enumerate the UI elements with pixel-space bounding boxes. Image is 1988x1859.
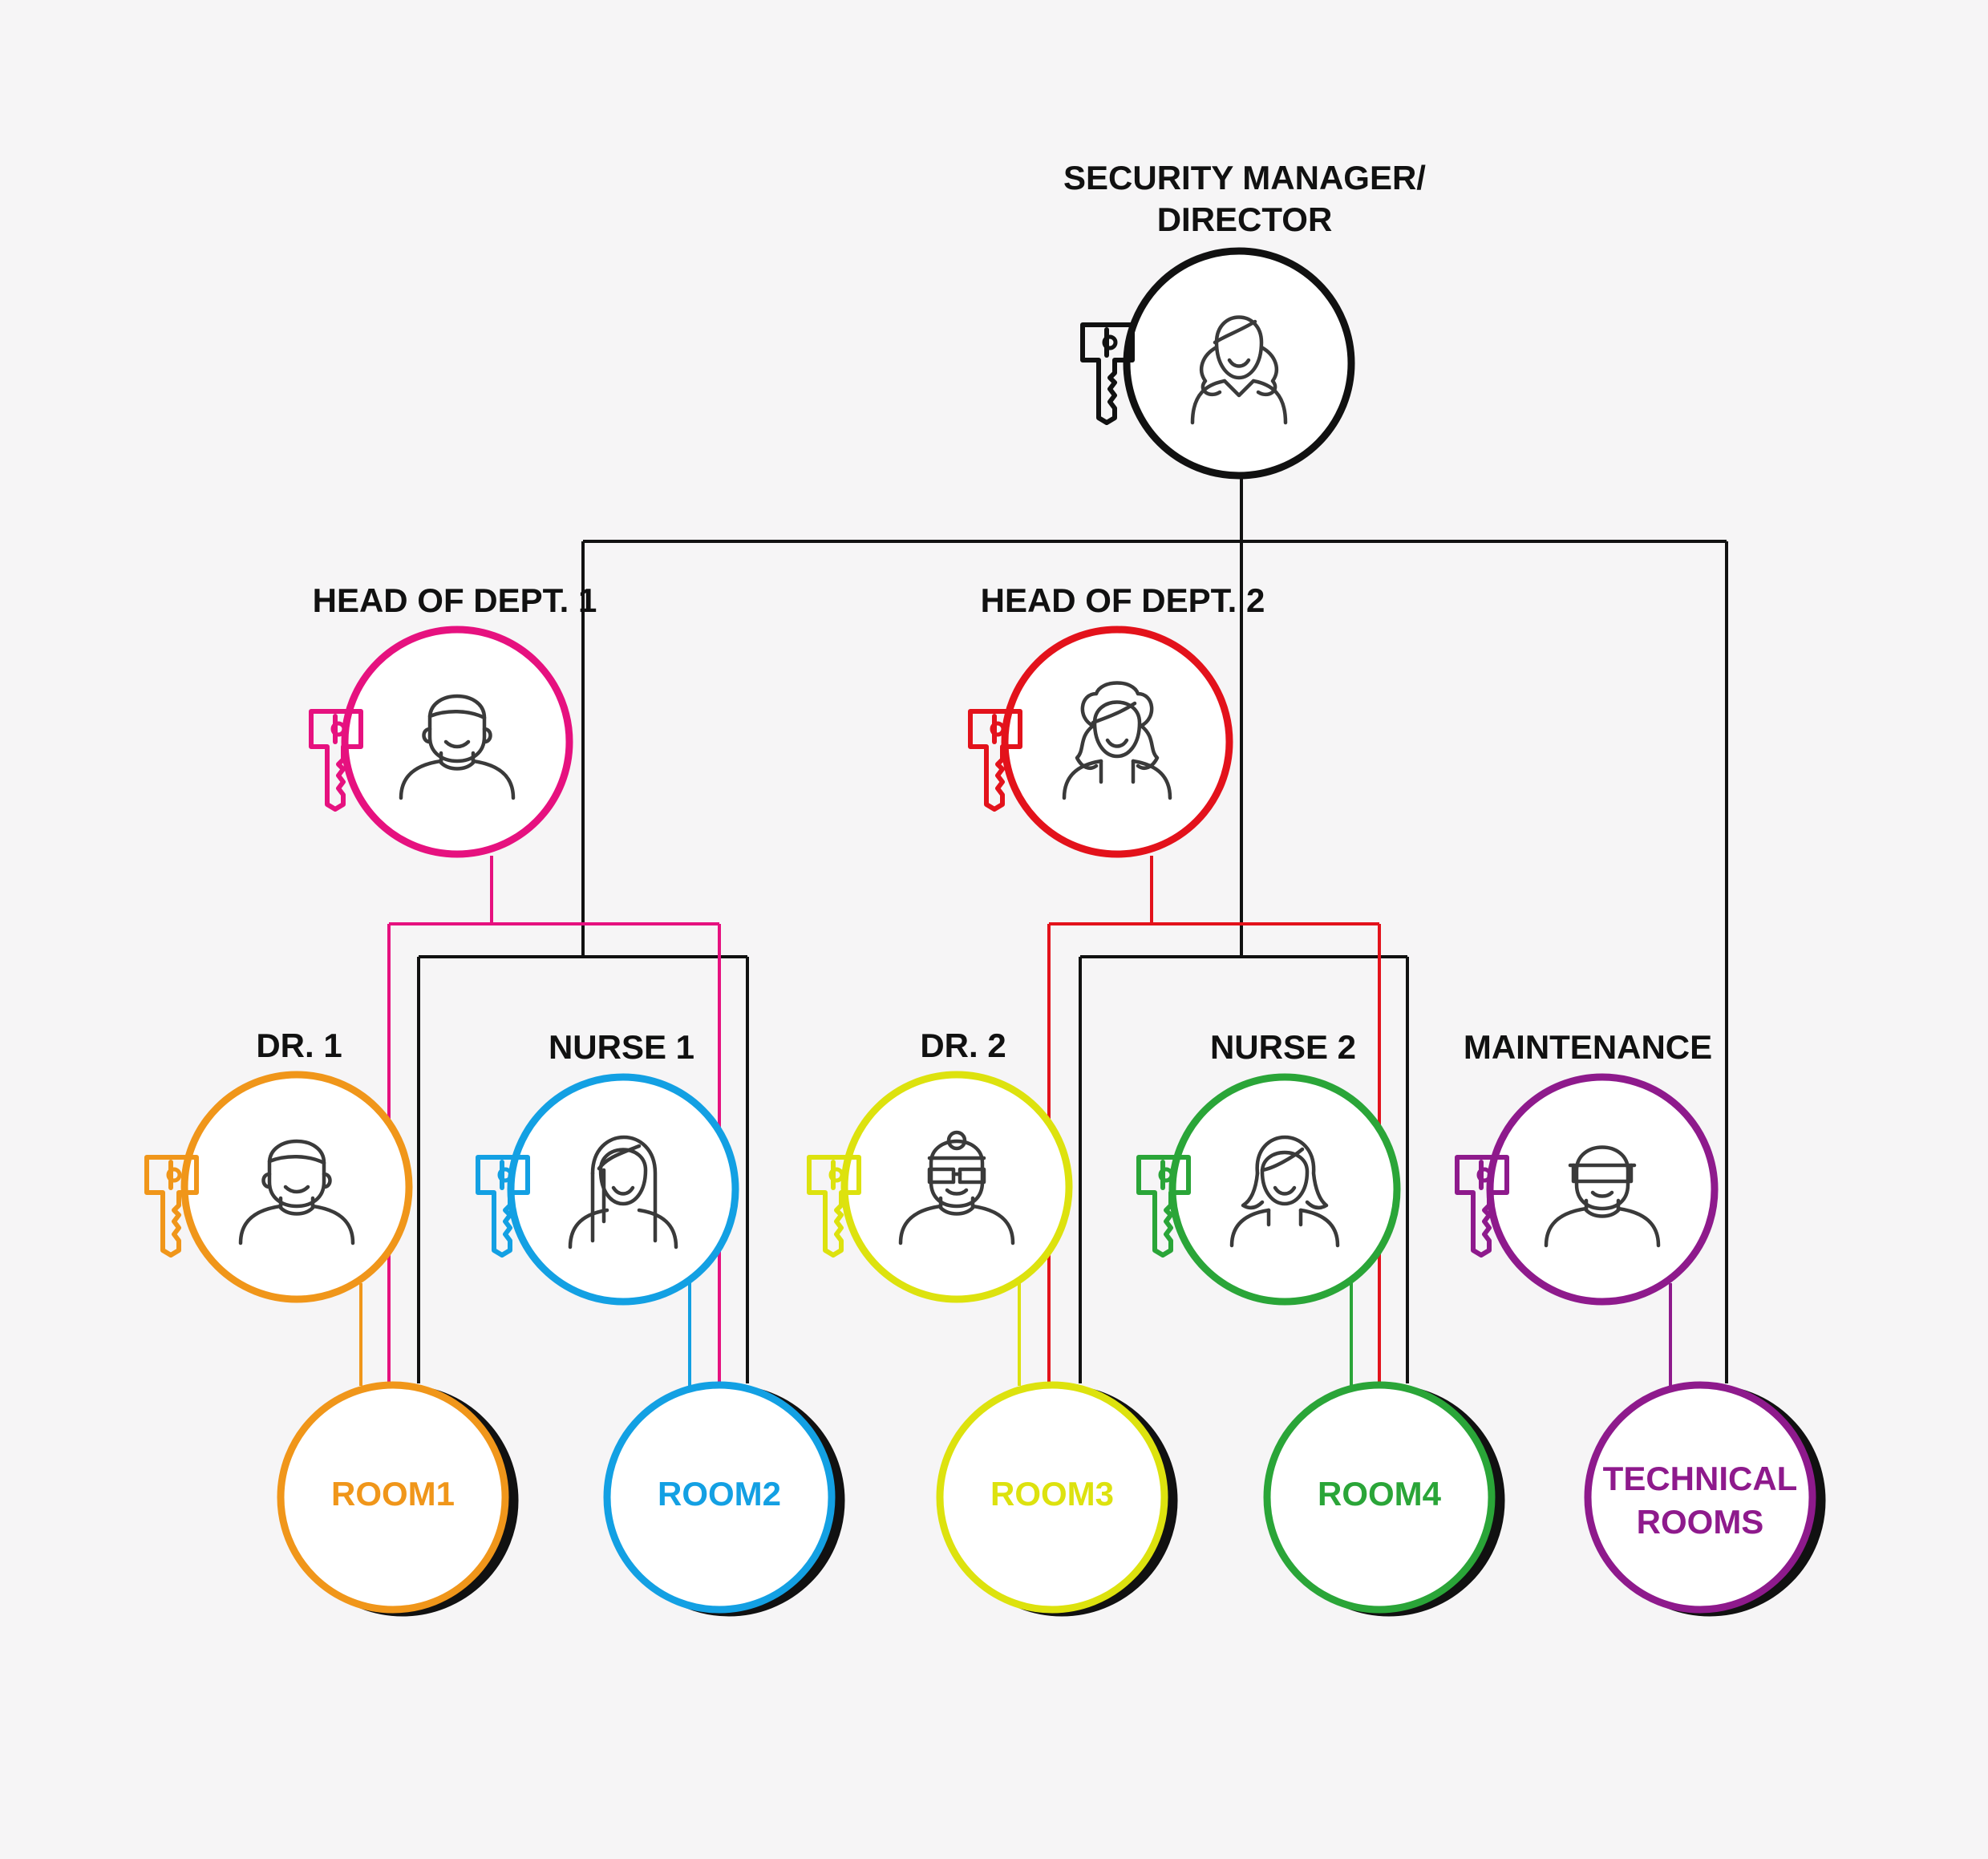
key-icon: [968, 709, 1022, 812]
room-circle: [603, 1381, 836, 1614]
room-circle: [1584, 1381, 1816, 1614]
person-node-nurse1: NURSE 1: [476, 1028, 739, 1306]
person-label: NURSE 1: [549, 1028, 694, 1066]
person-label: SECURITY MANAGER/: [1063, 159, 1426, 196]
woman-icon: [1190, 315, 1288, 425]
person-node-nurse2: NURSE 2: [1136, 1028, 1401, 1306]
room-node-room4: ROOM4: [1263, 1381, 1505, 1617]
room-label: ROOM3: [990, 1475, 1114, 1513]
key-icon: [1136, 1155, 1191, 1258]
curly-woman-icon: [1062, 681, 1172, 800]
person-circle: [1168, 1073, 1401, 1306]
room-label: ROOM2: [658, 1475, 781, 1513]
person-circle: [1001, 626, 1233, 858]
person-label: DIRECTOR: [1157, 200, 1333, 238]
person-node-director: SECURITY MANAGER/DIRECTOR: [1063, 159, 1426, 480]
person-label: HEAD OF DEPT. 1: [313, 581, 597, 619]
key-icon: [144, 1155, 199, 1258]
room-label: TECHNICAL: [1603, 1460, 1798, 1497]
long-hair-woman-icon: [568, 1135, 678, 1249]
person-node-dr2: DR. 2: [807, 1027, 1073, 1303]
person-label: DR. 2: [920, 1027, 1006, 1064]
man-icon: [238, 1139, 355, 1245]
person-node-maintenance: MAINTENANCE: [1455, 1028, 1719, 1306]
person-node-head1: HEAD OF DEPT. 1: [309, 581, 597, 858]
person-label: NURSE 2: [1210, 1028, 1356, 1066]
room-node-room1: ROOM1: [277, 1381, 519, 1617]
person-label: MAINTENANCE: [1464, 1028, 1712, 1066]
person-circle: [341, 626, 573, 858]
key-icon: [1455, 1155, 1509, 1258]
room-node-room2: ROOM2: [603, 1381, 845, 1617]
person-circle: [1486, 1073, 1719, 1306]
bob-woman-icon: [1229, 1135, 1340, 1248]
person-circle: [840, 1071, 1073, 1303]
people-layer: SECURITY MANAGER/DIRECTOR HEAD OF DEPT. 1…: [144, 159, 1719, 1306]
person-circle: [1123, 247, 1355, 480]
person-node-dr1: DR. 1: [144, 1027, 413, 1303]
doctor-icon: [898, 1130, 1015, 1245]
person-label: DR. 1: [256, 1027, 342, 1064]
room-label: ROOM1: [331, 1475, 455, 1513]
man-icon: [399, 694, 516, 800]
key-icon: [1080, 322, 1135, 425]
key-icon: [476, 1155, 530, 1258]
key-icon: [309, 709, 363, 812]
person-label: HEAD OF DEPT. 2: [981, 581, 1265, 619]
room-circle: [277, 1381, 509, 1614]
room-circle: [936, 1381, 1168, 1614]
room-label: ROOM4: [1318, 1475, 1442, 1513]
rooms-layer: ROOM1 ROOM2 ROOM3 ROOM4 TECHNICAL ROOMS: [277, 1381, 1826, 1617]
room-node-room3: ROOM3: [936, 1381, 1178, 1617]
room-node-technical: TECHNICAL ROOMS: [1584, 1381, 1826, 1617]
person-circle: [507, 1073, 739, 1306]
person-circle: [180, 1071, 413, 1303]
key-icon: [807, 1155, 861, 1258]
room-circle: [1263, 1381, 1496, 1614]
person-node-head2: HEAD OF DEPT. 2: [968, 581, 1265, 858]
room-label: ROOMS: [1637, 1503, 1764, 1541]
worker-icon: [1544, 1145, 1661, 1248]
